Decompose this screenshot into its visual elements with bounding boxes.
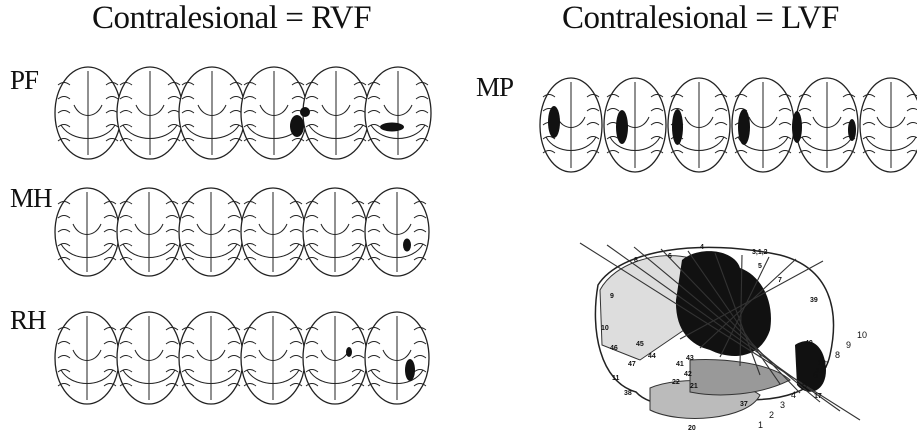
brodmann-label: 46 [610,345,618,352]
brain-slice-mh-4 [241,188,305,276]
lesion-mp-6 [848,119,856,141]
brodmann-label: 9 [610,293,614,300]
brodmann-label: 21 [690,383,698,390]
brodmann-label: 38 [624,390,632,397]
brodmann-label: 11 [612,375,620,382]
brodmann-label: 41 [676,361,684,368]
slice-number: 8 [835,350,840,360]
lesion-rh-1 [405,359,415,381]
slice-number: 4 [791,390,796,400]
lesion-mp-4 [738,109,750,145]
brain-slice-mh-2 [117,188,181,276]
brodmann-label: 40 [805,340,813,347]
brodmann-label: 45 [636,341,644,348]
brain-slice-mh-1 [55,188,119,276]
brodmann-label: 44 [648,353,656,360]
brain-slice-rh-3 [179,312,243,404]
brain-slice-mh-6 [365,188,429,276]
lesion-mh-1 [403,239,411,252]
brodmann-label: 43 [686,355,694,362]
brodmann-label: 5 [758,263,762,270]
lateral-brain-map: 43,1,25678910444543464711384142222120373… [580,243,867,432]
lesion-pf-3 [380,123,404,132]
lesion-pf-2 [300,107,310,117]
brain-slice-pf-6 [365,67,431,159]
lesion-mp-3 [672,109,683,145]
slice-number: 6 [813,370,818,380]
lesion-pf-1 [290,115,304,137]
brain-slice-pf-5 [303,67,369,159]
brodmann-label: 47 [628,361,636,368]
brodmann-label: 39 [810,297,818,304]
brodmann-label: 4 [700,244,704,251]
brodmann-label: 6 [668,253,672,260]
brodmann-label: 17 [814,393,822,400]
brodmann-label: 42 [684,371,692,378]
brodmann-label: 37 [740,401,748,408]
slice-number: 7 [824,360,829,370]
brain-slice-pf-2 [117,67,183,159]
slice-number: 1 [758,420,763,430]
lesion-mp-2 [616,110,628,144]
lesion-mp-5 [792,111,802,143]
brodmann-label: 22 [672,379,680,386]
brodmann-label: 3,1,2 [752,249,768,256]
brain-slice-pf-3 [179,67,245,159]
slice-number: 10 [857,330,867,340]
brodmann-label: 20 [688,425,696,432]
brain-slice-mh-5 [303,188,367,276]
brain-slice-rh-2 [117,312,181,404]
slice-number: 3 [780,400,785,410]
brodmann-label: 10 [601,325,609,332]
brain-slice-rh-1 [55,312,119,404]
lesion-mp-1 [548,106,560,138]
brain-slice-rh-4 [241,312,305,404]
brain-slice-mp-6 [860,78,917,172]
brain-slice-mp-2 [604,78,666,172]
brodmann-label: 7 [778,277,782,284]
brodmann-label: 8 [634,257,638,264]
slice-number: 2 [769,410,774,420]
brain-slice-pf-1 [55,67,121,159]
brain-slice-rh-6 [365,312,429,404]
slice-number: 9 [846,340,851,350]
brain-slice-mh-3 [179,188,243,276]
brain-slice-pf-4 [241,67,307,159]
slice-number: 5 [802,380,807,390]
lesion-rh-2 [346,347,352,357]
brain-slice-rh-5 [303,312,367,404]
